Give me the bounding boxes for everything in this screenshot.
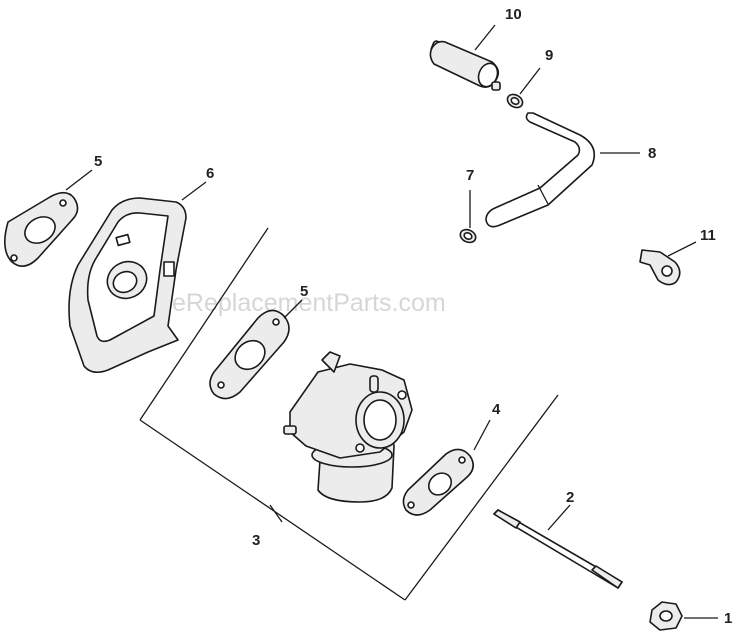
assembly-bracket-bottom <box>139 419 406 601</box>
callout-8: 8 <box>648 145 656 162</box>
hose-clamp-7 <box>459 228 477 244</box>
assembly-bracket-left <box>139 227 269 421</box>
stud <box>493 509 623 589</box>
callout-2: 2 <box>566 489 574 506</box>
leader-9 <box>519 67 541 95</box>
callout-5-upper: 5 <box>94 153 102 170</box>
callout-6: 6 <box>206 165 214 182</box>
leader-4 <box>473 419 491 451</box>
callout-9: 9 <box>545 47 553 64</box>
clip-11 <box>639 249 681 286</box>
callout-7: 7 <box>466 167 474 184</box>
callout-11: 11 <box>700 227 716 244</box>
leader-5-upper <box>65 169 93 191</box>
watermark-text: eReplacementParts.com <box>172 289 446 317</box>
leader-6 <box>181 181 207 201</box>
leader-11 <box>667 241 697 257</box>
leader-2 <box>547 504 571 531</box>
nut <box>649 601 683 631</box>
callout-5-lower: 5 <box>300 283 308 300</box>
assembly-bracket-right <box>404 394 559 601</box>
leader-3 <box>269 504 283 523</box>
fuel-line <box>485 112 596 228</box>
gasket-5-lower <box>209 309 290 400</box>
callout-3: 3 <box>252 532 260 549</box>
gasket-5-upper <box>4 191 79 267</box>
callout-4: 4 <box>492 401 501 418</box>
hose-clamp-9 <box>506 93 524 109</box>
gasket-4 <box>402 448 474 516</box>
air-cleaner-base <box>68 197 187 374</box>
callout-1: 1 <box>724 610 732 627</box>
fuel-filter <box>429 40 501 91</box>
leader-5-lower <box>283 299 303 319</box>
carburetor <box>283 351 413 503</box>
leader-10 <box>474 24 496 51</box>
callout-10: 10 <box>505 6 522 23</box>
